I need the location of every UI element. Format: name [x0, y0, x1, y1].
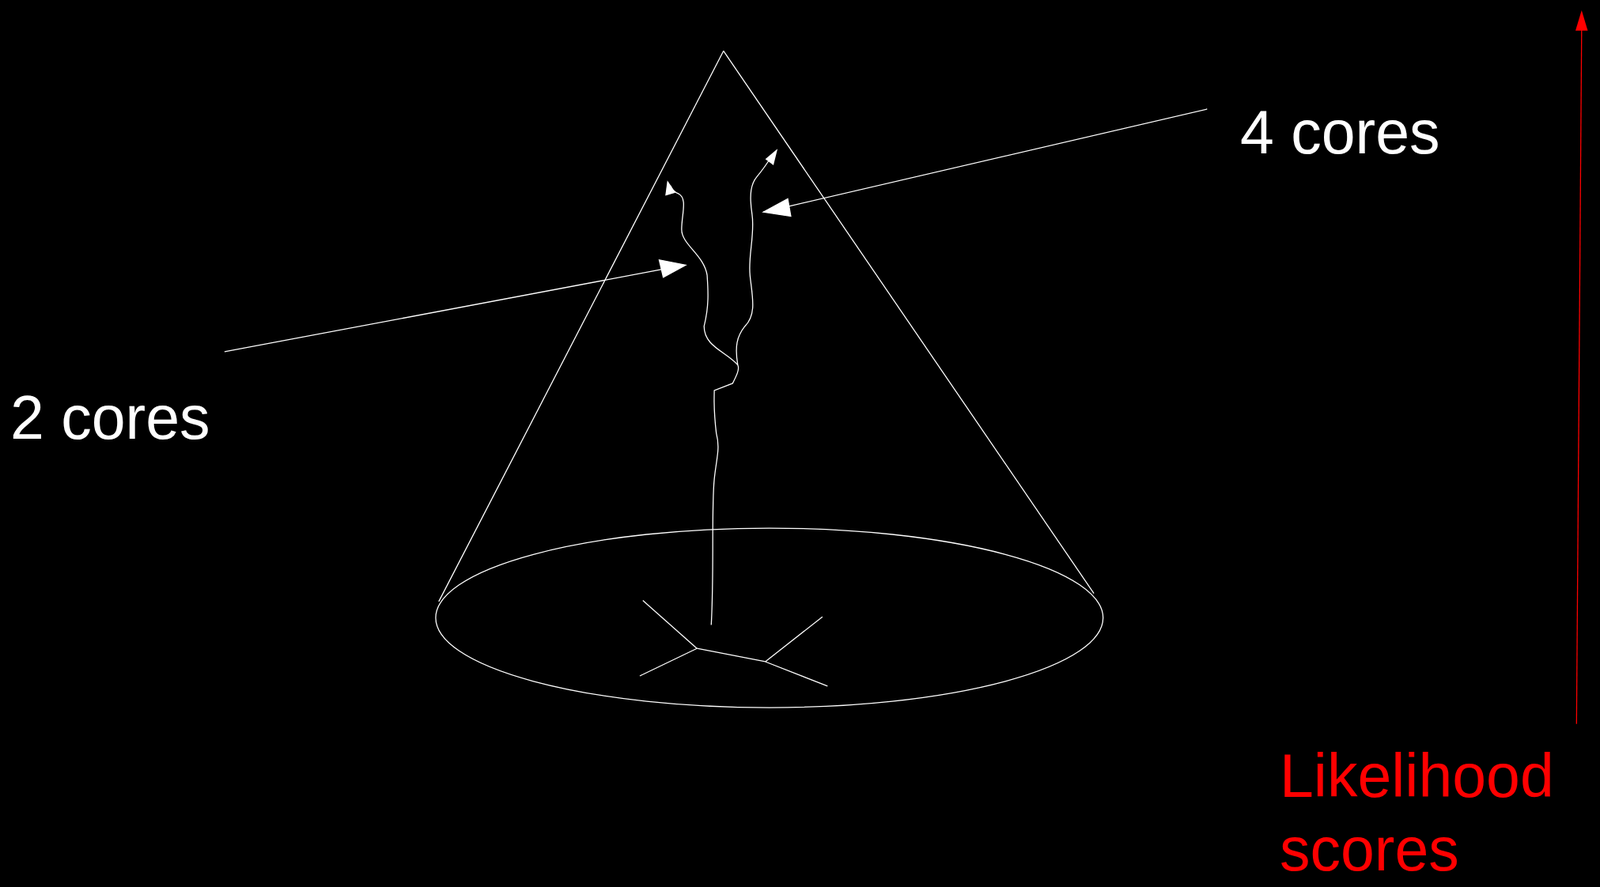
- path-arrowhead: [765, 148, 778, 166]
- cone-side: [723, 50, 1094, 594]
- path-arrowhead: [665, 180, 676, 196]
- axis-arrow: [1576, 28, 1582, 725]
- cone-base: [435, 528, 1104, 708]
- callout-label: 4 cores: [1240, 102, 1441, 163]
- leader-arrowhead: [658, 260, 686, 278]
- leader-line: [785, 109, 1207, 208]
- callout-label: 2 cores: [10, 387, 211, 449]
- axis-label: Likelihood scores: [1279, 739, 1597, 886]
- leader-line: [224, 268, 664, 352]
- search-path: [736, 155, 773, 366]
- axis-arrowhead: [1575, 10, 1588, 31]
- search-path: [670, 185, 739, 626]
- cone-side: [438, 50, 724, 602]
- leader-arrowhead: [763, 198, 791, 216]
- tree-symbol: [639, 601, 828, 687]
